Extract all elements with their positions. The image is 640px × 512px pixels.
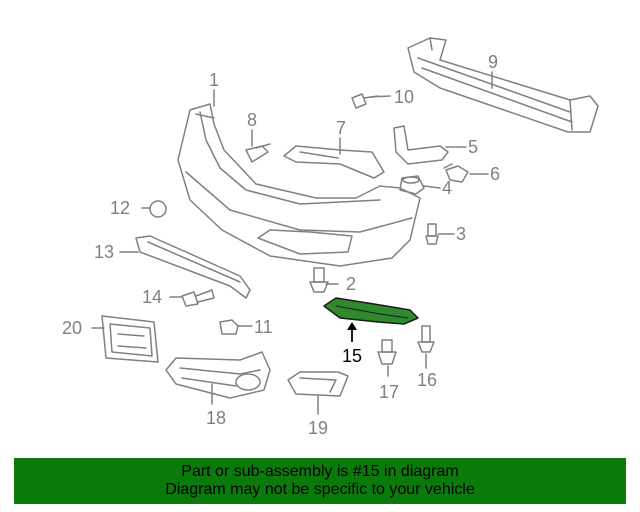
part-7-bracket [283,145,385,179]
part-label-20: 20 [62,318,82,338]
part-3-bolt [425,223,439,245]
part-15-highlighted[interactable] [323,297,419,342]
part-9-bumper-beam [407,37,599,133]
part-18-grille [165,351,271,399]
notice-line-2: Diagram may not be specific to your vehi… [165,481,475,498]
part-label-4: 4 [442,178,452,198]
vehicle-notice-banner: Part or sub-assembly is #15 in diagram D… [14,458,626,504]
part-label-7: 7 [336,118,346,138]
part-label-6: 6 [490,164,500,184]
part-label-10: 10 [394,87,414,107]
part-label-11: 11 [254,317,273,337]
part-label-8: 8 [247,110,257,130]
part-label-2: 2 [346,274,356,294]
notice-line-1: Part or sub-assembly is #15 in diagram [181,463,459,480]
part-6-screw [443,163,469,183]
leader-lines [91,71,493,415]
part-14-bolt [181,289,215,307]
part-label-13: 13 [94,242,114,262]
part-8-bolt [245,143,271,163]
part-label-17: 17 [379,382,399,402]
part-label-16: 16 [417,370,437,390]
part-label-1: 1 [209,70,219,90]
part-label-19: 19 [308,418,328,438]
part-label-15: 15 [342,346,362,366]
part-label-12: 12 [110,198,130,218]
part-2-bolt [309,267,329,293]
part-5-side-bracket [393,125,449,165]
part-label-18: 18 [206,408,226,428]
part-17-clip [377,339,397,365]
part-19-lower-cover [287,371,349,397]
part-label-9: 9 [488,52,498,72]
part-1-bumper-cover [177,103,421,267]
part-4-clip [399,175,425,195]
part-label-14: 14 [142,287,162,307]
part-12-plug [149,200,167,218]
part-20-plate-bracket [101,315,159,363]
part-label-5: 5 [468,137,478,157]
part-11-clip [219,319,239,335]
part-label-3: 3 [456,224,466,244]
part-13-strip [135,235,251,299]
part-16-bolt [417,325,435,353]
